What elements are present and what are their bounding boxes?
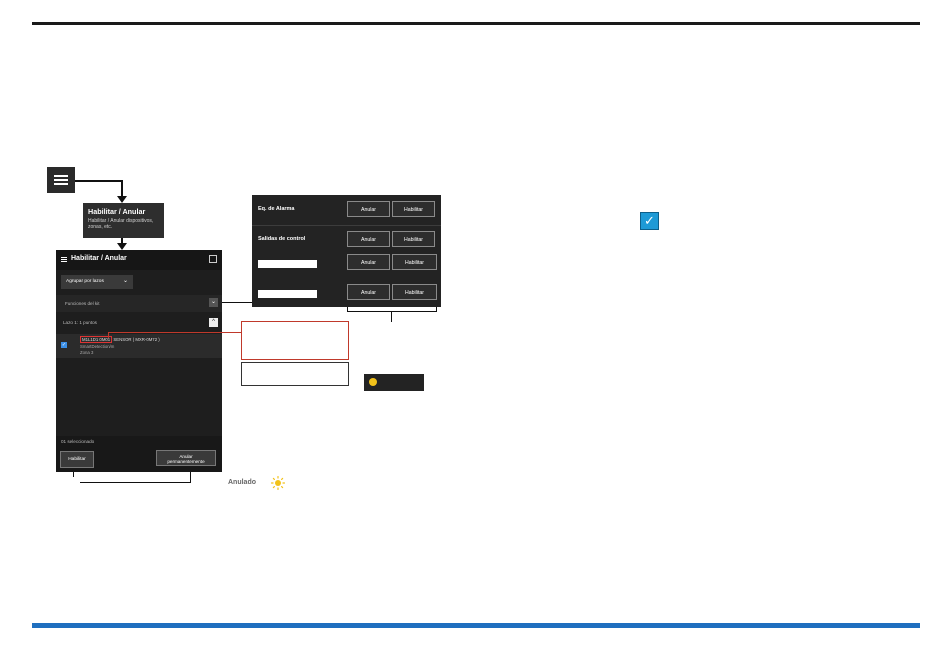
control-panel: Eq. de Alarma Anular Habilitar Salidas d…: [252, 195, 441, 307]
hamburger-icon[interactable]: [47, 167, 75, 193]
bracket-line: [80, 482, 191, 483]
callout-box-red: [241, 321, 349, 360]
bottom-rule: [32, 623, 920, 628]
bypass-button-line1: Anular: [179, 453, 193, 459]
arrow-down-icon: [117, 196, 127, 203]
bracket-line: [347, 307, 348, 312]
bracket-line: [436, 307, 437, 312]
bracket-line: [190, 472, 191, 483]
enable-button[interactable]: Habilitar: [60, 451, 94, 468]
anular-button[interactable]: Anular: [347, 231, 390, 247]
chevron-down-icon: ⌄: [122, 278, 128, 284]
device-description: SmartDetection/m: [80, 343, 115, 349]
laso-row[interactable]: Lazo 1: 1 puntos ^: [56, 316, 222, 330]
tooltip-description: Habilitar / Anular dispositivos, zonas, …: [88, 218, 154, 231]
functions-label: Funciones del kit: [65, 301, 100, 306]
anular-button[interactable]: Anular: [347, 201, 390, 217]
habilitar-button[interactable]: Habilitar: [392, 284, 437, 300]
sun-icon: [271, 476, 285, 490]
group-by-dropdown[interactable]: Agrupar por lazos ⌄: [61, 275, 133, 289]
collapse-icon[interactable]: ^: [209, 318, 218, 327]
home-icon[interactable]: [209, 255, 217, 263]
bypass-permanent-button[interactable]: Anular permanentemente: [156, 450, 216, 466]
redacted-label: [258, 290, 317, 298]
checkbox[interactable]: ✓: [61, 342, 67, 348]
highlight-connector: [108, 332, 241, 333]
functions-row[interactable]: Funciones del kit ⌄: [56, 295, 222, 312]
connector-line: [222, 302, 252, 303]
device-zone: Zona 3: [80, 349, 94, 355]
device-address: M1L1D1 0M01: [80, 336, 113, 343]
expand-icon[interactable]: ⌄: [209, 298, 218, 307]
alarm-equipment-label: Eq. de Alarma: [258, 206, 295, 212]
anular-button[interactable]: Anular: [347, 284, 390, 300]
bracket-line: [347, 311, 437, 312]
screen-footer: 01 seleccionado Habilitar Anular permane…: [56, 436, 222, 472]
habilitar-button[interactable]: Habilitar: [392, 254, 437, 270]
device-row[interactable]: ✓ M1L1D1 0M01 SENSOR ( MXR-0M72 ) SmartD…: [56, 334, 222, 358]
redacted-label: [258, 260, 317, 268]
screen-title: Habilitar / Anular: [71, 255, 127, 262]
habilitar-button[interactable]: Habilitar: [392, 201, 435, 217]
group-by-label: Agrupar por lazos: [66, 279, 104, 284]
connector-line: [75, 180, 123, 182]
status-indicator: [364, 374, 424, 391]
bracket-line: [391, 312, 392, 322]
control-outputs-label: Salidas de control: [258, 236, 306, 242]
highlight-connector: [108, 332, 109, 338]
laso-label: Lazo 1: 1 puntos: [63, 320, 97, 325]
check-icon: ✓: [640, 212, 659, 230]
top-rule: [32, 22, 920, 25]
divider: [252, 225, 441, 226]
bypassed-legend-label: Anulado: [228, 479, 256, 486]
bypass-button-line2: permanentemente: [167, 459, 205, 464]
arrow-down-icon: [117, 243, 127, 250]
screen-header: Habilitar / Anular: [56, 250, 222, 270]
hamburger-icon[interactable]: [61, 257, 67, 258]
tooltip-title: Habilitar / Anular: [88, 207, 146, 216]
connector-line: [121, 180, 123, 196]
status-dot: [369, 378, 377, 386]
menu-tooltip[interactable]: Habilitar / Anular Habilitar / Anular di…: [83, 203, 164, 238]
anular-button[interactable]: Anular: [347, 254, 390, 270]
connector-line: [121, 238, 123, 243]
enable-bypass-screen: Habilitar / Anular Agrupar por lazos ⌄ F…: [56, 250, 222, 472]
device-type: SENSOR ( MXR-0M72 ): [113, 337, 160, 342]
bracket-line: [73, 472, 74, 477]
habilitar-button[interactable]: Habilitar: [392, 231, 435, 247]
selected-count: 01 seleccionado: [61, 439, 95, 444]
callout-box: [241, 362, 349, 386]
